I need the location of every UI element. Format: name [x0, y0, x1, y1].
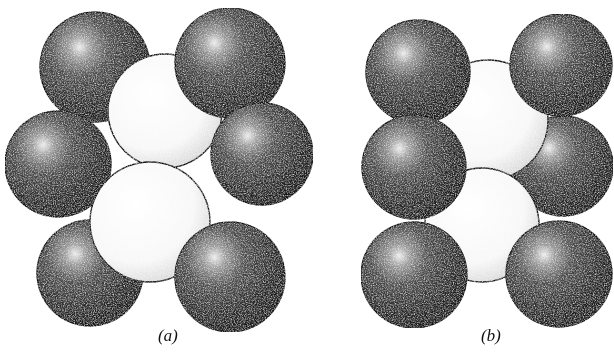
caption-panel-a: (a)	[158, 326, 178, 346]
panel-a-dark-sphere-3	[175, 8, 285, 118]
panel-b-dark-sphere-2	[366, 20, 470, 124]
panel-b	[361, 14, 613, 328]
caption-panel-b: (b)	[481, 326, 501, 346]
panel-b-dark-sphere-5	[361, 222, 467, 328]
panel-b-dark-sphere-6	[506, 221, 612, 327]
panel-b-dark-sphere-4	[362, 115, 466, 219]
panel-b-dark-sphere-3	[510, 14, 612, 116]
panel-a-dark-sphere-4	[211, 103, 313, 205]
panel-a-dark-sphere-6	[175, 222, 285, 332]
panel-a	[5, 8, 313, 332]
